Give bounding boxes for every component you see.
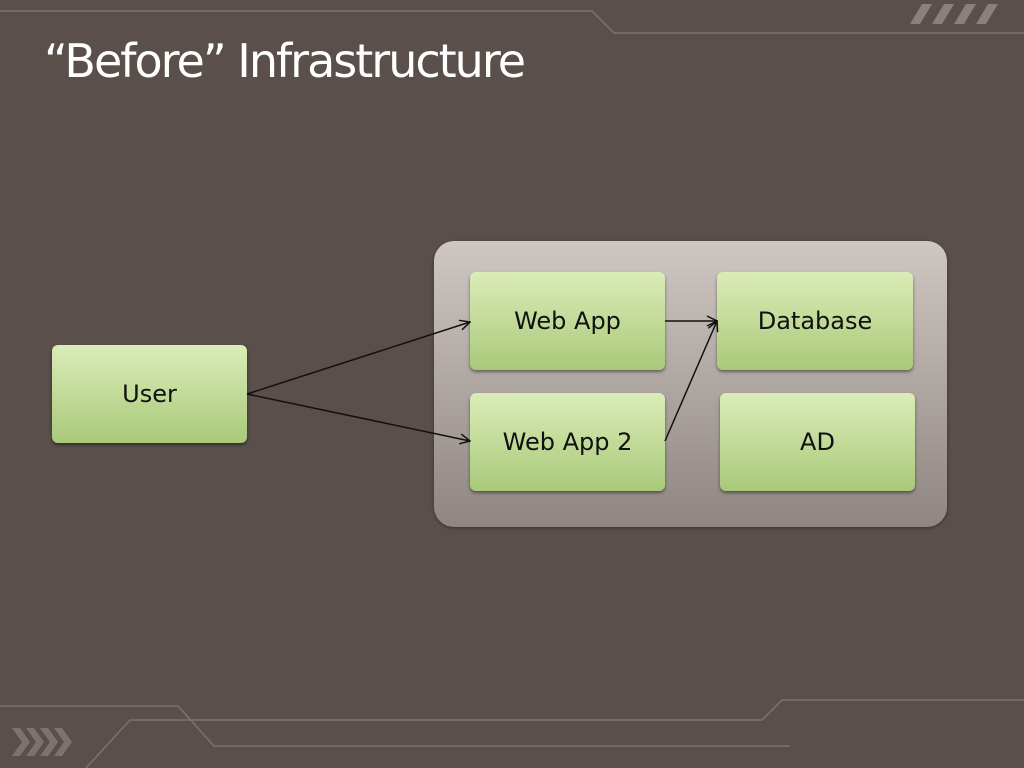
top-frame-line [0,10,1024,34]
bottom-frame-line-2 [85,699,1024,768]
node-ad: AD [720,393,915,491]
node-web-app-2: Web App 2 [470,393,665,491]
node-web-app: Web App [470,272,665,370]
chevrons-icon [12,728,72,756]
slide-title: “Before” Infrastructure [44,34,526,88]
node-user: User [52,345,247,443]
stripes-icon [910,4,998,24]
node-database: Database [717,272,913,370]
bottom-frame-line [0,705,790,747]
